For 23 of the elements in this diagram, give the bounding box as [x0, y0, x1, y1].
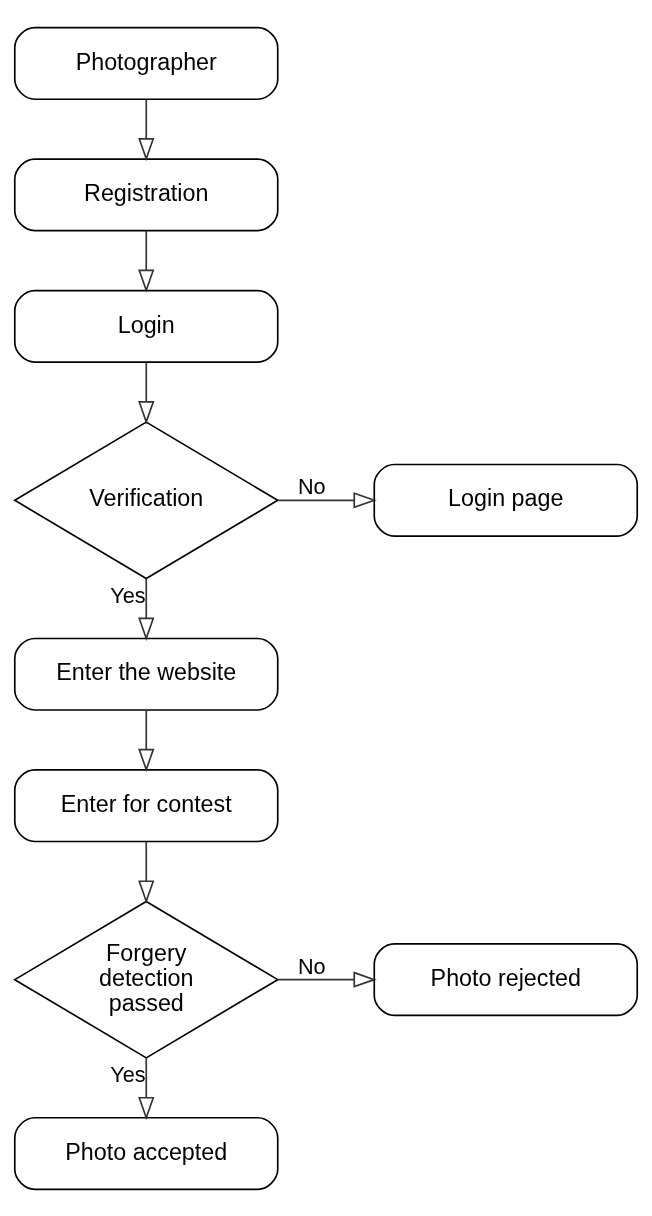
edge-label: No: [297, 473, 326, 499]
node-box: Photographer: [13, 26, 279, 100]
node-box: Login: [13, 289, 279, 363]
node-box: Enter for contest: [13, 768, 279, 842]
arrow: [138, 229, 155, 293]
node-box: Photo rejected: [373, 942, 639, 1016]
arrow: [277, 971, 377, 988]
node-diamond: Verification: [13, 420, 280, 579]
edge-label: Yes: [110, 582, 146, 608]
node-box: Photo accepted: [13, 1116, 279, 1190]
edge-label: No: [297, 953, 326, 979]
edge-label: Yes: [110, 1061, 146, 1087]
arrow: [138, 98, 155, 161]
arrow: [138, 577, 155, 641]
node-box: Registration: [13, 157, 279, 232]
arrow: [277, 491, 377, 508]
arrow: [138, 1056, 155, 1120]
node-box: Enter the website: [13, 637, 279, 711]
node-diamond: Forgery detection passed: [13, 899, 280, 1059]
node-box: Login page: [373, 463, 639, 537]
arrow: [138, 840, 155, 904]
arrow: [138, 361, 155, 424]
arrow: [138, 708, 155, 772]
